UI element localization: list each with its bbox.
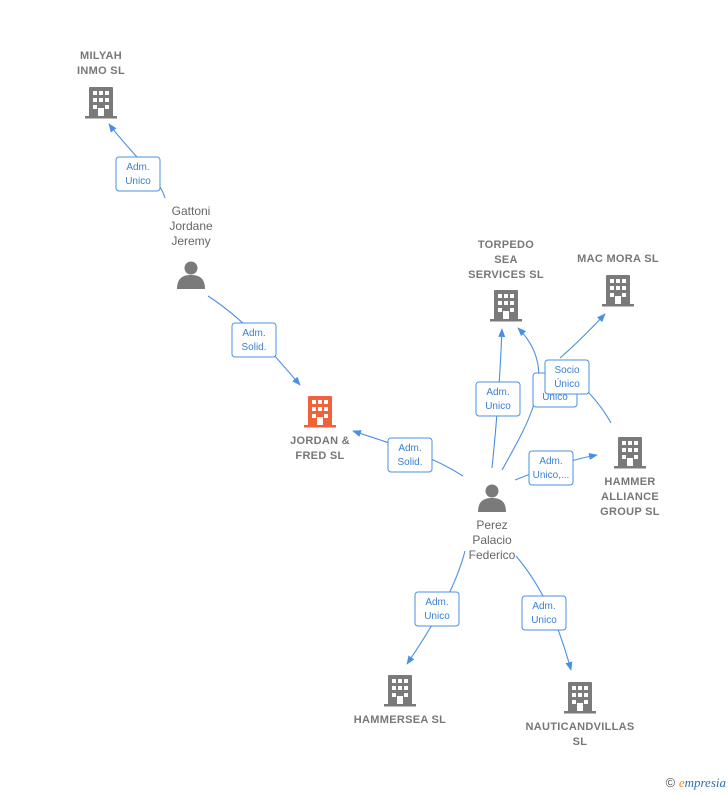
edge-label-text: Unico,... xyxy=(533,470,570,481)
nodes-layer: MILYAH INMO SL GattoniJordaneJeremyJORDAN … xyxy=(77,50,660,748)
node-label-line: ALLIANCE xyxy=(601,491,659,503)
edge-label-text: Adm. xyxy=(242,328,265,339)
edge-label-text: Adm. xyxy=(425,597,448,608)
edge-label-e8: Adm. Unico xyxy=(414,591,460,627)
edge-label-box xyxy=(115,156,161,192)
edge-label-text: Adm. xyxy=(486,387,509,398)
edge-label-text: Solid. xyxy=(397,457,422,468)
edge-label-box xyxy=(521,595,567,631)
edge-label-text: Único xyxy=(554,377,580,390)
edge-label-text: Adm. xyxy=(126,162,149,173)
node-label-line: SERVICES SL xyxy=(468,269,544,281)
brand-initial: e xyxy=(678,775,685,790)
company-icon[interactable] xyxy=(602,275,634,307)
node-hammersea[interactable]: HAMMERSEA SL xyxy=(354,675,446,726)
edge-label-text: Solid. xyxy=(241,342,266,353)
edge-label-text: Socio xyxy=(554,365,579,376)
focus-company-icon[interactable] xyxy=(304,396,336,428)
node-torpedo[interactable]: TORPEDO SEA SERVICES SL xyxy=(468,239,544,322)
node-label-line: GROUP SL xyxy=(600,506,660,518)
edge-label-text: Unico xyxy=(125,176,151,187)
edge-label-box xyxy=(528,450,574,486)
edge-label-e1: Adm. Unico xyxy=(115,156,161,192)
node-label-line: Jeremy xyxy=(171,234,210,248)
company-icon[interactable] xyxy=(614,437,646,469)
edge-label-text: Adm. xyxy=(539,456,562,467)
node-hammer[interactable]: HAMMER ALLIANCE GROUP SL xyxy=(600,437,660,518)
person-icon[interactable] xyxy=(177,261,205,290)
node-macmora[interactable]: MAC MORA SL xyxy=(577,253,659,307)
edge-label-e3: Adm. Solid. xyxy=(387,437,433,473)
node-label-line: SL xyxy=(573,736,588,748)
node-label-line: INMO SL xyxy=(77,65,125,77)
edge-label-text: Adm. xyxy=(398,443,421,454)
node-nautic[interactable]: NAUTICANDVILLAS SL xyxy=(526,682,635,748)
node-label-line: Perez xyxy=(476,518,507,532)
edge-label-box xyxy=(387,437,433,473)
edge-label-box xyxy=(231,322,277,358)
node-label-line: NAUTICANDVILLAS xyxy=(526,721,635,733)
edge-label-text: Unico xyxy=(542,392,568,403)
copyright-symbol: © xyxy=(665,775,676,790)
node-label-line: MAC MORA SL xyxy=(577,253,659,265)
person-icon[interactable] xyxy=(478,484,506,513)
company-icon[interactable] xyxy=(384,675,416,707)
node-label-line: JORDAN & xyxy=(290,435,350,447)
edge-label-e2: Adm. Solid. xyxy=(231,322,277,358)
node-label-line: Palacio xyxy=(472,533,512,547)
node-label-line: SEA xyxy=(494,254,518,266)
edge-labels-layer: Adm.UnicoAdm.Solid.Adm.Solid.Adm.UnicoSU… xyxy=(115,156,590,631)
footer-brand: © empresia xyxy=(666,775,726,791)
company-icon[interactable] xyxy=(85,87,117,119)
edge-label-e7: Adm. Unico,... xyxy=(528,450,574,486)
company-icon[interactable] xyxy=(490,290,522,322)
edge-label-text: Unico xyxy=(531,615,557,626)
edge-label-box xyxy=(544,359,590,395)
node-label-line: HAMMER xyxy=(604,476,655,488)
node-label-line: Federico xyxy=(469,548,516,562)
node-label-line: FRED SL xyxy=(295,450,344,462)
edge-label-text: Unico xyxy=(424,611,450,622)
node-jordan[interactable]: JORDAN & FRED SL xyxy=(290,396,350,462)
edge-label-box xyxy=(414,591,460,627)
node-label-line: Gattoni xyxy=(172,204,211,218)
node-milyah[interactable]: MILYAH INMO SL xyxy=(77,50,125,119)
node-label-line: HAMMERSEA SL xyxy=(354,714,446,726)
node-label-line: MILYAH xyxy=(80,50,122,62)
edge-label-box xyxy=(475,381,521,417)
edge-label-text: Adm. xyxy=(532,601,555,612)
brand-name: mpresia xyxy=(684,775,726,790)
node-label-line: TORPEDO xyxy=(478,239,534,251)
edge-label-text: Unico xyxy=(485,401,511,412)
node-label-line: Jordane xyxy=(169,219,213,233)
company-icon[interactable] xyxy=(564,682,596,714)
edge-label-e4: Adm. Unico xyxy=(475,381,521,417)
edge-label-e9: Adm. Unico xyxy=(521,595,567,631)
